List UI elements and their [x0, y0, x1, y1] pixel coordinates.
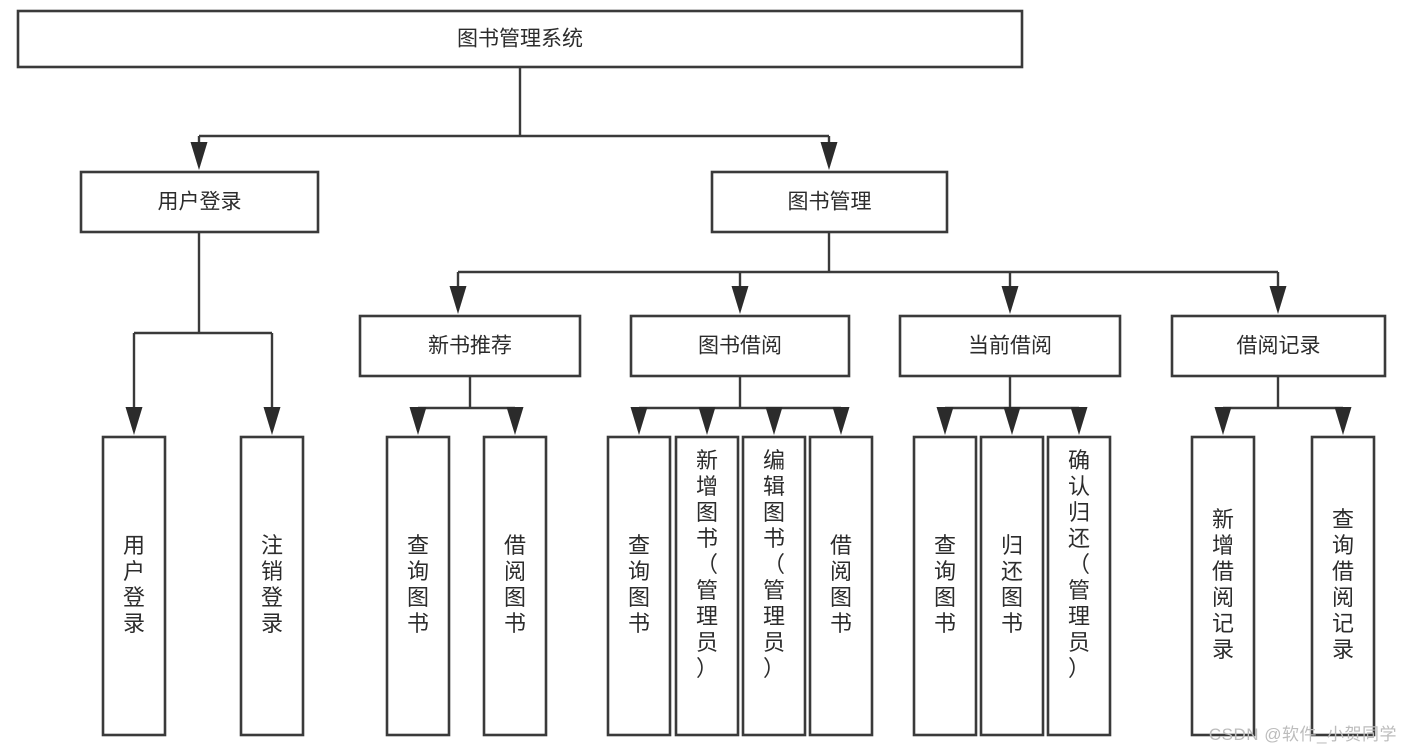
node-leaf[interactable]: 查询图书: [385, 435, 451, 737]
connector-group: [630, 376, 850, 435]
node-box[interactable]: [1190, 435, 1256, 737]
connector-group: [409, 376, 524, 435]
connector-group: [449, 232, 1287, 314]
node-label: 用户登录: [158, 191, 242, 214]
node-box[interactable]: [808, 435, 874, 737]
arrowhead-icon: [125, 407, 143, 435]
leaf-label: 借阅图书: [504, 533, 526, 636]
node-level3[interactable]: 借阅记录: [1170, 314, 1387, 378]
node-box[interactable]: [629, 314, 851, 378]
leaf-label: 编辑图书（管理员）: [763, 448, 785, 681]
node-leaf[interactable]: 注销登录: [239, 435, 305, 737]
node-label: 借阅记录: [1237, 335, 1321, 358]
node-leaf[interactable]: 编辑图书（管理员）: [741, 435, 807, 737]
node-box[interactable]: [606, 435, 672, 737]
arrowhead-icon: [1003, 407, 1021, 435]
node-leaf[interactable]: 查询借阅记录: [1310, 435, 1376, 737]
node-leaf[interactable]: 归还图书: [979, 435, 1045, 737]
arrowhead-icon: [449, 286, 467, 314]
node-leaf[interactable]: 查询图书: [606, 435, 672, 737]
connector-group: [936, 376, 1088, 435]
node-box[interactable]: [358, 314, 582, 378]
arrowhead-icon: [263, 407, 281, 435]
node-level3[interactable]: 新书推荐: [358, 314, 582, 378]
node-box[interactable]: [674, 435, 740, 737]
node-label: 图书管理: [788, 191, 872, 214]
arrowhead-icon: [1214, 407, 1232, 435]
leaf-label: 查询图书: [407, 533, 429, 636]
leaf-label: 归还图书: [1001, 533, 1023, 636]
connector-group: [1214, 376, 1352, 435]
node-label: 当前借阅: [968, 335, 1052, 358]
node-leaf[interactable]: 借阅图书: [482, 435, 548, 737]
node-box[interactable]: [898, 314, 1122, 378]
node-leaf[interactable]: 借阅图书: [808, 435, 874, 737]
node-leaf[interactable]: 用户登录: [101, 435, 167, 737]
arrowhead-icon: [731, 286, 749, 314]
node-box[interactable]: [741, 435, 807, 737]
node-level3[interactable]: 当前借阅: [898, 314, 1122, 378]
leaf-label: 查询图书: [628, 533, 650, 636]
arrowhead-icon: [936, 407, 954, 435]
connectors-layer: [125, 67, 1352, 435]
leaf-label: 新增借阅记录: [1212, 507, 1234, 662]
arrowhead-icon: [1269, 286, 1287, 314]
leaf-label: 注销登录: [261, 533, 283, 636]
leaf-label: 新增图书（管理员）: [696, 448, 718, 681]
leaf-label: 查询图书: [934, 533, 956, 636]
node-leaf[interactable]: 确认归还（管理员）: [1046, 435, 1112, 737]
node-box[interactable]: [1046, 435, 1112, 737]
node-box[interactable]: [1310, 435, 1376, 737]
node-leaf[interactable]: 查询图书: [912, 435, 978, 737]
node-box[interactable]: [1170, 314, 1387, 378]
node-leaf[interactable]: 新增借阅记录: [1190, 435, 1256, 737]
arrowhead-icon: [409, 407, 427, 435]
nodes-layer: 图书管理系统用户登录图书管理新书推荐图书借阅当前借阅借阅记录用户登录注销登录查询…: [16, 9, 1387, 737]
node-label: 图书借阅: [698, 335, 782, 358]
leaf-label: 借阅图书: [830, 533, 852, 636]
arrowhead-icon: [832, 407, 850, 435]
node-box[interactable]: [385, 435, 451, 737]
arrowhead-icon: [820, 142, 838, 170]
arrowhead-icon: [506, 407, 524, 435]
node-level2[interactable]: 用户登录: [79, 170, 320, 234]
connector-group: [190, 67, 838, 170]
node-level3[interactable]: 图书借阅: [629, 314, 851, 378]
node-root[interactable]: 图书管理系统: [16, 9, 1024, 69]
node-label: 新书推荐: [428, 335, 512, 358]
node-level2[interactable]: 图书管理: [710, 170, 949, 234]
arrowhead-icon: [765, 407, 783, 435]
node-box[interactable]: [979, 435, 1045, 737]
connector-group: [125, 232, 281, 435]
node-box[interactable]: [710, 170, 949, 234]
arrowhead-icon: [698, 407, 716, 435]
node-box[interactable]: [16, 9, 1024, 69]
node-box[interactable]: [239, 435, 305, 737]
arrowhead-icon: [1001, 286, 1019, 314]
node-box[interactable]: [101, 435, 167, 737]
leaf-label: 确认归还（管理员）: [1068, 448, 1090, 681]
leaf-label: 用户登录: [123, 533, 145, 636]
node-leaf[interactable]: 新增图书（管理员）: [674, 435, 740, 737]
arrowhead-icon: [1070, 407, 1088, 435]
node-box[interactable]: [912, 435, 978, 737]
node-label: 图书管理系统: [457, 28, 583, 51]
arrowhead-icon: [1334, 407, 1352, 435]
arrowhead-icon: [630, 407, 648, 435]
node-box[interactable]: [79, 170, 320, 234]
arrowhead-icon: [190, 142, 208, 170]
leaf-label: 查询借阅记录: [1332, 507, 1354, 662]
node-box[interactable]: [482, 435, 548, 737]
